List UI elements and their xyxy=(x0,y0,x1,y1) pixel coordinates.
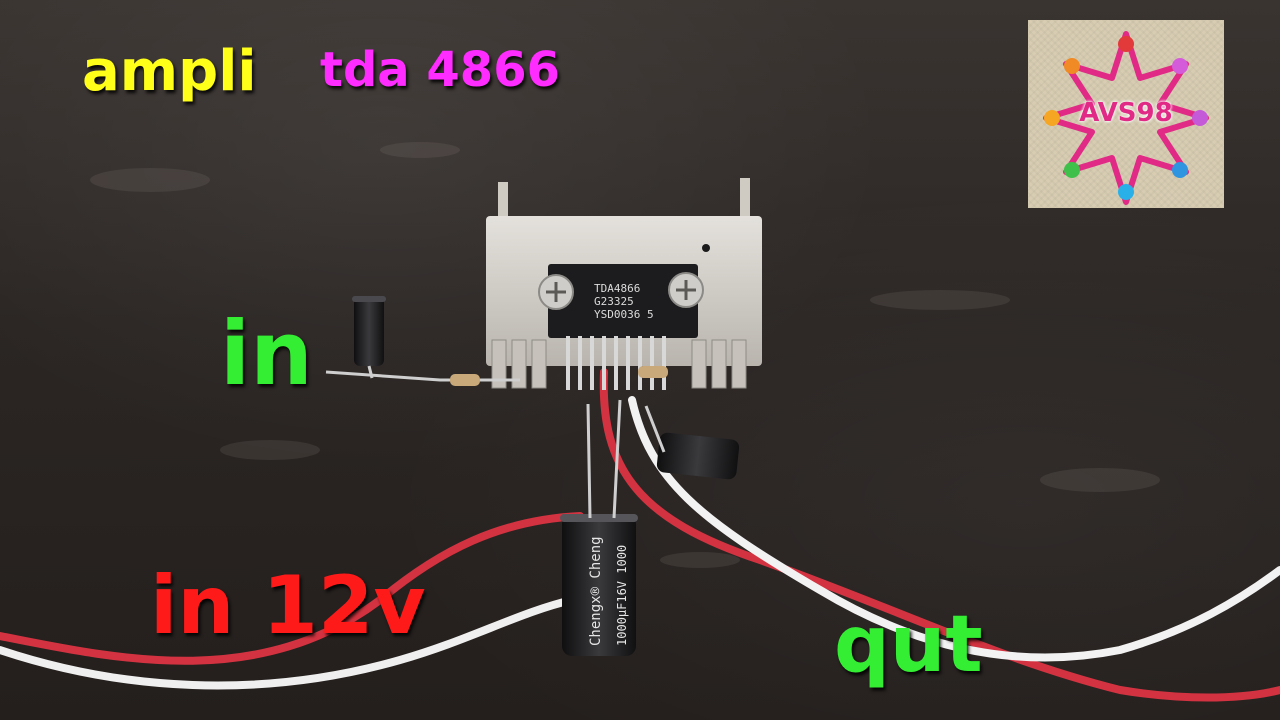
screw-right xyxy=(668,272,704,308)
input-lead xyxy=(325,370,520,382)
logo-star-icon xyxy=(1043,31,1209,205)
ic-pins xyxy=(566,336,666,390)
red-wire-output xyxy=(599,368,1280,702)
heatsink-tab-left xyxy=(498,182,508,224)
input-resistor xyxy=(450,374,480,386)
channel-logo: AVS98 xyxy=(1028,20,1224,208)
chip-line-2: G23325 xyxy=(594,295,634,308)
label-output: qut xyxy=(834,600,983,690)
label-input: in xyxy=(220,302,313,405)
title-ampli: ampli xyxy=(82,39,257,104)
heatsink-tab-right xyxy=(740,178,750,224)
output-resistor xyxy=(638,366,668,378)
chip-line-1: TDA4866 xyxy=(594,282,640,295)
capacitor-brand: Chengx® Cheng xyxy=(588,536,604,646)
screw-left xyxy=(538,274,574,310)
table-surface xyxy=(90,142,1160,568)
red-wire-power xyxy=(0,512,584,665)
ic-tda4866 xyxy=(548,264,698,338)
label-power-12v: in 12v xyxy=(150,559,426,652)
logo-text: AVS98 xyxy=(1079,98,1173,128)
main-capacitor: Chengx® Cheng 1000µF16V 1000 xyxy=(560,399,638,656)
output-capacitor xyxy=(644,405,740,480)
heatsink-hole xyxy=(702,244,710,252)
input-capacitor xyxy=(352,296,386,379)
heatsink-fins xyxy=(491,339,747,389)
white-wire-power xyxy=(0,596,576,690)
capacitor-rating: 1000µF16V 1000 xyxy=(615,545,629,646)
chip-line-3: YSD0036 5 xyxy=(594,308,654,321)
title-tda4866: tda 4866 xyxy=(320,42,560,98)
white-wire-output xyxy=(628,396,1280,662)
